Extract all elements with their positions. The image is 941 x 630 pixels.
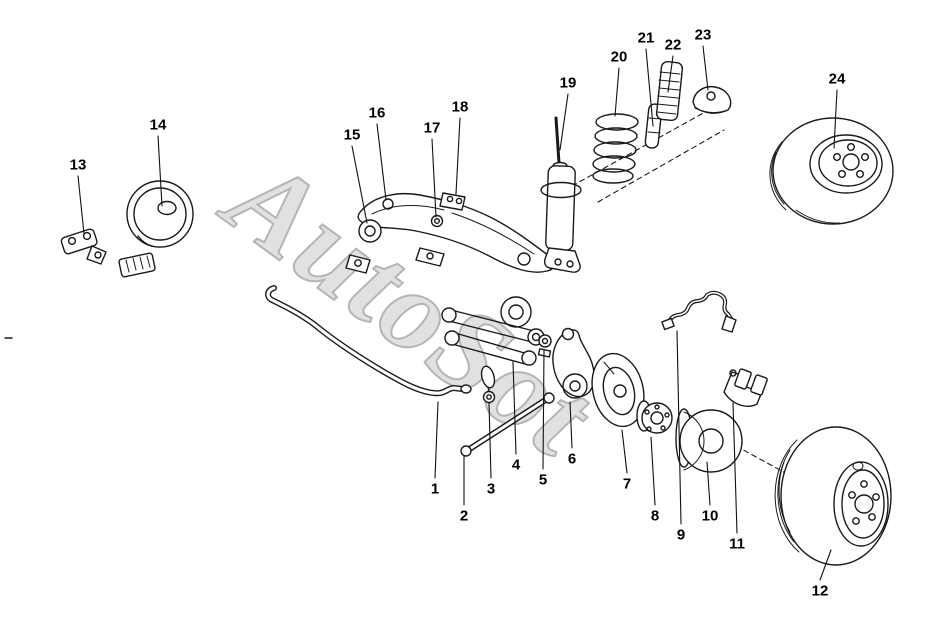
leader-line-crossmember [376, 123, 387, 201]
part-11-brake-caliper [723, 368, 768, 407]
part-2-link-rod [460, 392, 555, 457]
leader-line-subframe-bushing [351, 145, 368, 224]
part-1-stabilizer-bar [265, 285, 472, 397]
leader-line-brake-hose [676, 330, 682, 525]
leader-line-lateral-link [512, 361, 517, 455]
leader-line-bump-stop [645, 48, 654, 127]
part-15-subframe-bushing [345, 219, 382, 274]
part-10-brake-drum [675, 408, 743, 473]
leader-line-spare-wheel [833, 89, 838, 149]
part-9-brake-hose [661, 290, 737, 333]
part-24-spare-wheel [769, 117, 894, 225]
part-18-small-bracket [439, 192, 466, 211]
leader-line-strut-mount [702, 45, 709, 91]
part-16-crossmember [357, 192, 556, 273]
leader-line-strut [559, 93, 569, 151]
part-8-wheel-hub [636, 400, 673, 434]
part-6-knuckle [552, 327, 595, 399]
leader-line-bracket-set [77, 175, 85, 235]
leader-lines [77, 45, 838, 581]
leader-line-mount-bolt [542, 349, 545, 470]
leader-line-brake-drum [706, 461, 711, 506]
part-4-lateral-link [441, 296, 545, 366]
part-20-coil-spring [592, 113, 639, 184]
leader-line-splash-shield [621, 429, 628, 474]
part-17-crossmember-bracket [430, 214, 444, 228]
part-14-mount-insulator [126, 180, 194, 248]
part-19-strut [540, 116, 582, 273]
part-12-road-wheel [774, 426, 892, 566]
leader-line-coil-spring [614, 67, 620, 117]
part-7-splash-shield [591, 352, 645, 428]
part-5-mount-bolt [537, 334, 552, 358]
leader-line-brake-caliper [732, 402, 738, 534]
part-23-strut-mount [692, 85, 732, 114]
part-3-stabilizer-link [480, 365, 496, 404]
leader-line-stabilizer-link [488, 402, 492, 479]
leader-line-road-wheel [819, 549, 832, 581]
leader-line-wheel-hub [650, 436, 656, 506]
part-13-bracket-set [60, 228, 156, 278]
leader-line-crossmember-bracket [431, 138, 437, 218]
part-22-dust-boot [655, 61, 684, 122]
leader-line-stabilizer-bar [434, 401, 439, 479]
leader-line-knuckle [569, 401, 573, 449]
leader-line-dust-boot [667, 55, 674, 93]
leader-line-small-bracket [455, 117, 461, 195]
leader-line-mount-insulator [157, 135, 163, 207]
